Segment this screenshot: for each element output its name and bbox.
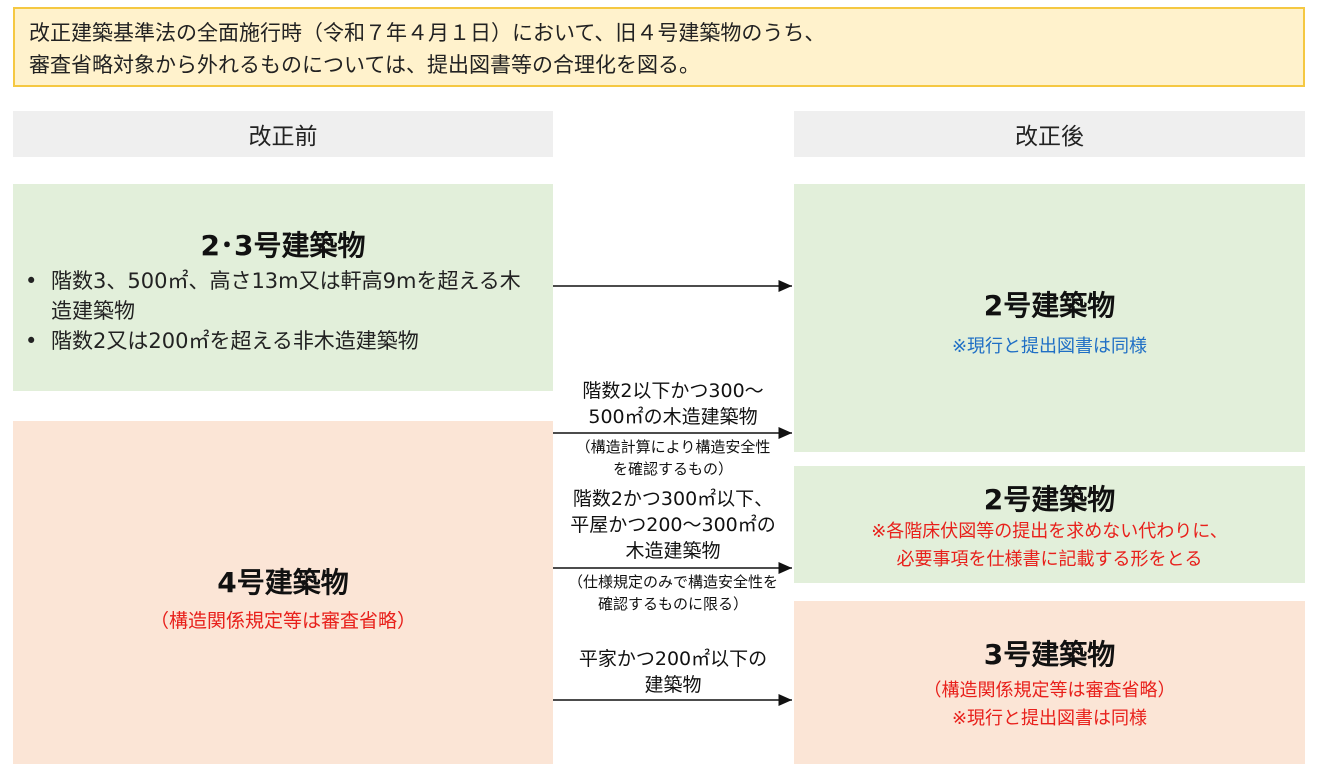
arrow-2-label-sub-2: を確認するもの） <box>612 460 733 478</box>
header-before: 改正前 <box>13 111 553 157</box>
arrow-3-label: 階数2かつ300㎡以下、 平屋かつ200～300㎡の 木造建築物 <box>553 486 793 564</box>
before-box-2-3-title: 2･3号建築物 <box>200 229 366 262</box>
arrow-2-label: 階数2以下かつ300～ 500㎡の木造建築物 <box>553 378 793 430</box>
arrow-4-label: 平家かつ200㎡以下の 建築物 <box>553 646 793 698</box>
before-box-4-note: （構造関係規定等は審査省略） <box>149 610 416 632</box>
arrow-2-label-main-1: 階数2以下かつ300～ <box>582 380 764 402</box>
before-box-4-title: 4号建築物 <box>217 566 349 599</box>
banner-line-2: 審査省略対象から外れるものについては、提出図書等の合理化を図る。 <box>29 53 700 77</box>
after-box-2-b-note-2: 必要事項を仕様書に記載する形をとる <box>896 549 1203 570</box>
after-box-3-note-2: ※現行と提出図書は同様 <box>951 708 1148 729</box>
arrow-4-label-main-1: 平家かつ200㎡以下の <box>578 648 768 670</box>
after-box-2-b-note-1: ※各階床伏図等の提出を求めない代わりに、 <box>871 521 1228 542</box>
before-box-2-3: 2･3号建築物 階数3、500㎡、高さ13m又は軒高9mを超える木造建築物 階数… <box>13 184 553 391</box>
arrow-3-sublabel: （仕様規定のみで構造安全性を 確認するものに限る） <box>553 571 793 615</box>
arrow-3-label-sub-2: 確認するものに限る） <box>597 595 748 613</box>
before-box-2-3-item: 階数3、500㎡、高さ13m又は軒高9mを超える木造建築物 <box>13 266 553 326</box>
after-box-2-a: 2号建築物 ※現行と提出図書は同様 <box>794 184 1305 452</box>
before-box-4: 4号建築物 （構造関係規定等は審査省略） <box>13 421 553 764</box>
arrow-3-label-main-3: 木造建築物 <box>625 540 721 562</box>
after-box-3-title: 3号建築物 <box>983 638 1116 671</box>
arrow-3-label-sub-1: （仕様規定のみで構造安全性を <box>567 573 778 591</box>
after-box-3-note-1: （構造関係規定等は審査省略） <box>923 680 1176 701</box>
arrow-2-sublabel: （構造計算により構造安全性 を確認するもの） <box>553 436 793 480</box>
header-after: 改正後 <box>794 111 1305 157</box>
arrow-3-label-main-2: 平屋かつ200～300㎡の <box>570 514 776 536</box>
intro-banner: 改正建築基準法の全面施行時（令和７年４月１日）において、旧４号建築物のうち、 審… <box>13 7 1305 87</box>
before-box-2-3-item: 階数2又は200㎡を超える非木造建築物 <box>13 326 553 356</box>
arrow-2-label-main-2: 500㎡の木造建築物 <box>588 406 758 428</box>
arrow-2-label-sub-1: （構造計算により構造安全性 <box>575 438 771 456</box>
after-box-3: 3号建築物 （構造関係規定等は審査省略） ※現行と提出図書は同様 <box>794 601 1305 764</box>
after-box-2-a-note: ※現行と提出図書は同様 <box>951 336 1148 357</box>
after-box-2-b-title: 2号建築物 <box>983 483 1116 516</box>
after-box-2-b: 2号建築物 ※各階床伏図等の提出を求めない代わりに、 必要事項を仕様書に記載する… <box>794 466 1305 583</box>
arrow-3-label-main-1: 階数2かつ300㎡以下、 <box>572 488 774 510</box>
after-box-2-a-title: 2号建築物 <box>983 289 1116 322</box>
arrow-4-label-main-2: 建築物 <box>644 674 702 696</box>
banner-line-1: 改正建築基準法の全面施行時（令和７年４月１日）において、旧４号建築物のうち、 <box>29 21 826 45</box>
